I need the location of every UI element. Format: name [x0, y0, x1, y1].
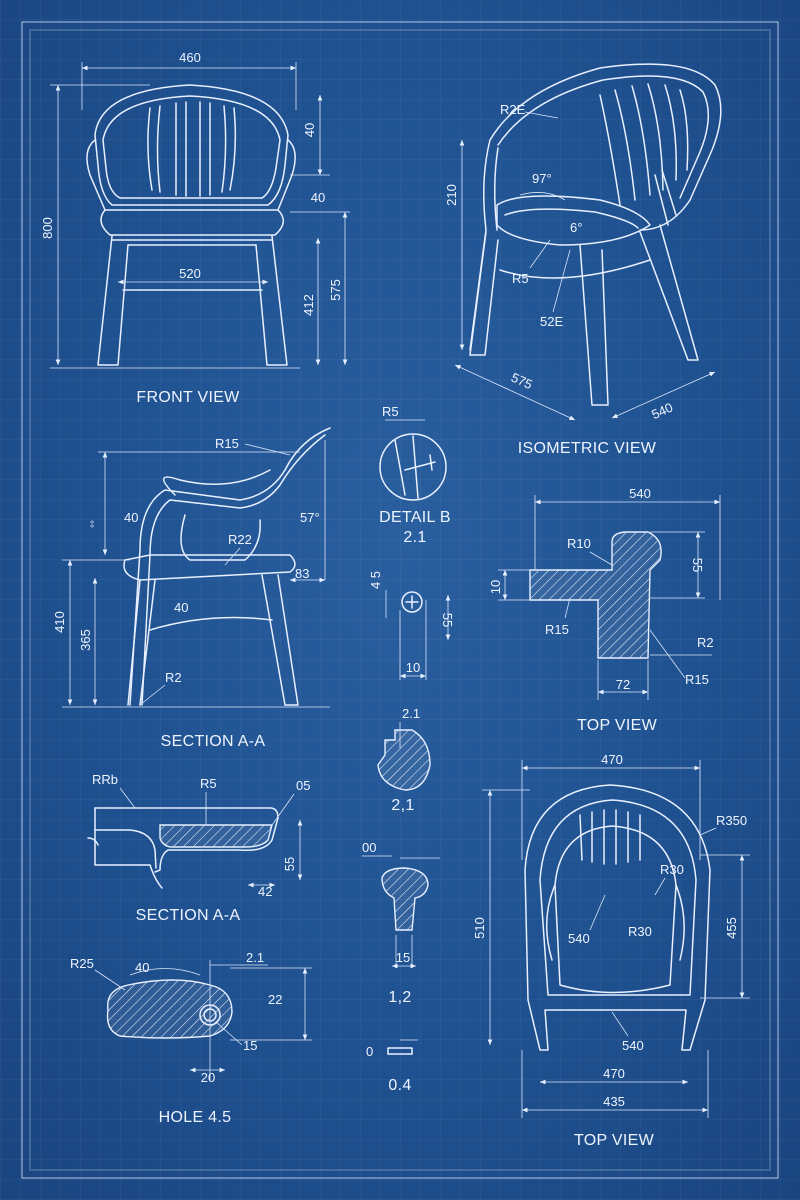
sec-r-top-dim: R15: [215, 436, 239, 451]
front-view: 460 800 40 40 412 575 520 FRONT VIEW: [40, 50, 350, 406]
top-r350: R350: [716, 813, 747, 828]
small1-d10: 10: [406, 660, 420, 675]
small1-d55: 55: [440, 613, 455, 627]
sec-dim-83: 83: [295, 566, 309, 581]
top-d540a: 540: [568, 931, 590, 946]
sec-small-dim: °°: [90, 520, 101, 528]
top-sec-r10: R10: [567, 536, 591, 551]
sec-r2-dim: R2: [165, 670, 182, 685]
iso-height-dim: 210: [444, 184, 459, 206]
detail-b-title: DETAIL B: [379, 509, 451, 526]
detail-b-radius: R5: [382, 404, 399, 419]
front-arm-gap-dim: 40: [311, 190, 325, 205]
front-seat-width-dim: 520: [179, 266, 201, 281]
sec-r22-dim: R22: [228, 532, 252, 547]
front-seat-height-dim: 412: [301, 294, 316, 316]
iso-depth-dim: 575: [509, 370, 535, 393]
small-detail-2: 2.1 2,1: [377, 706, 431, 814]
iso-angle-seat-dim: 6°: [570, 220, 582, 235]
top-view-title: TOP VIEW: [574, 1132, 655, 1149]
iso-r-leg-dim: 52E: [540, 314, 563, 329]
isometric-view: 210 R2E 97° 6° R5 52E 575 540 ISOMETRIC …: [444, 63, 722, 457]
top-sec-d55: 55: [690, 558, 705, 572]
small2-scale: 2,1: [391, 797, 414, 814]
hole-d21: 2.1: [246, 950, 264, 965]
hole-d40: 40: [135, 960, 149, 975]
iso-r-top-dim: R2E: [500, 102, 526, 117]
profile-d05: 05: [296, 778, 310, 793]
top-d455: 455: [724, 917, 739, 939]
hole-d20: 20: [201, 1070, 215, 1085]
top-sec-r15b: R15: [685, 672, 709, 687]
small-detail-4: 0 0.4: [366, 1039, 418, 1094]
top-view: 470 R350 R30 540 R30 510 455 540 470 435…: [472, 752, 750, 1149]
top-r30b: R30: [628, 924, 652, 939]
hole-r25: R25: [70, 956, 94, 971]
top-sec-d72: 72: [616, 677, 630, 692]
profile-r5: R5: [200, 776, 217, 791]
small-detail-1: 10 4 5 55: [368, 571, 455, 680]
small4-d0: 0: [366, 1044, 373, 1059]
iso-r-seat-dim: R5: [512, 271, 529, 286]
section-profile-view: RRb R5 05 55 42 SECTION A-A: [87, 772, 310, 924]
top-width-mid: 470: [603, 1066, 625, 1081]
section-profile-title: SECTION A-A: [136, 907, 241, 924]
sec-dim-40b: 40: [174, 600, 188, 615]
hole-d22: 22: [268, 992, 282, 1007]
top-width-bot: 435: [603, 1094, 625, 1109]
top-r30a: R30: [660, 862, 684, 877]
hole-view: R25 40 2.1 22 15 20 HOLE 4.5: [70, 950, 312, 1126]
detail-b: R5 DETAIL B 2.1: [379, 404, 451, 546]
small4-scale: 0.4: [388, 1077, 411, 1094]
sec-dim-40: 40: [124, 510, 138, 525]
front-view-title: FRONT VIEW: [136, 389, 240, 406]
profile-d42: 42: [258, 884, 272, 899]
small3-d15: 15: [396, 950, 410, 965]
top-sec-r15: R15: [545, 622, 569, 637]
outer-border: [21, 21, 779, 1179]
top-sec-width: 540: [629, 486, 651, 501]
top-d540b: 540: [622, 1038, 644, 1053]
front-front-height-dim: 575: [328, 279, 343, 301]
hole-title: HOLE 4.5: [159, 1109, 232, 1126]
top-sec-d10: 10: [488, 580, 503, 594]
profile-rrb: RRb: [92, 772, 118, 787]
iso-view-title: ISOMETRIC VIEW: [518, 440, 657, 457]
top-d510: 510: [472, 917, 487, 939]
front-height-dim: 800: [40, 217, 55, 239]
profile-d55: 55: [282, 857, 297, 871]
small-detail-3: 00 15 1,2: [362, 840, 440, 1006]
iso-width-dim: 540: [649, 400, 675, 423]
front-width-dim: 460: [179, 50, 201, 65]
front-top-gap-dim: 40: [302, 123, 317, 137]
small3-d00: 00: [362, 840, 376, 855]
hole-d15: 15: [243, 1038, 257, 1053]
top-section-view: 540 R10 10 55 R15 R2 72 R15 TOP VIEW: [488, 486, 721, 734]
section-side-view: R15 40 °° R22 57° 83 40 410 365 R2 SECTI…: [52, 427, 331, 750]
top-section-title: TOP VIEW: [577, 717, 658, 734]
inner-border: [29, 29, 771, 1171]
top-sec-r2: R2: [697, 635, 714, 650]
sec-height-410: 410: [52, 611, 67, 633]
top-width-top: 470: [601, 752, 623, 767]
small1-d45: 4 5: [368, 571, 383, 589]
detail-b-scale: 2.1: [403, 529, 426, 546]
sec-angle-dim: 57°: [300, 510, 320, 525]
small3-scale: 1,2: [388, 989, 411, 1006]
sec-height-365: 365: [78, 629, 93, 651]
small2-label: 2.1: [402, 706, 420, 721]
iso-angle-back-dim: 97°: [532, 171, 552, 186]
section-side-title: SECTION A-A: [161, 733, 266, 750]
